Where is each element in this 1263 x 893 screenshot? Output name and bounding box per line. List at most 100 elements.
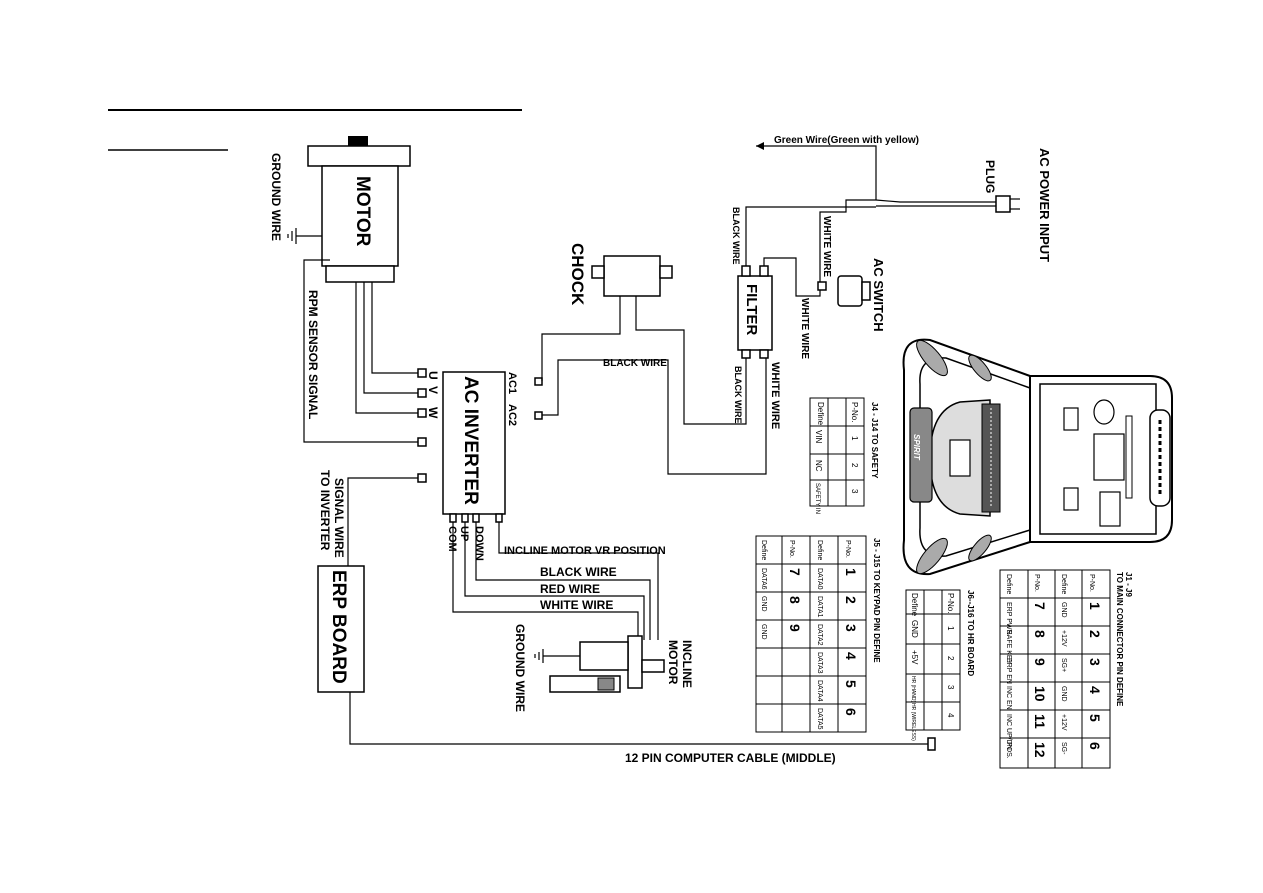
j4-pno-label: P-No.: [850, 402, 859, 422]
j4-table: [809, 397, 865, 507]
black-wire-filter-top-label: BLACK WIRE: [731, 207, 741, 265]
motor-ground-label: GROUND WIRE: [269, 153, 283, 241]
white-wire-switch-top: [819, 199, 876, 282]
treadmill-console: [902, 338, 1173, 576]
j1-row-label: P-No.: [1088, 574, 1095, 592]
j4-pin-3: 3: [850, 489, 859, 494]
filter: [737, 265, 773, 359]
rpm-sensor-wire: [303, 259, 418, 443]
j1-cell: SG-: [1060, 742, 1067, 755]
v-label: V: [426, 386, 440, 394]
j1-cell: GND: [1060, 602, 1067, 618]
j1-cell: ERP PWR.: [1005, 602, 1012, 637]
j6-define-4: HR (WIRELESS): [910, 703, 916, 741]
j5-cell: 8: [787, 596, 803, 604]
j1-cell: INC EN: [1005, 686, 1012, 710]
j1-cell: 1: [1087, 602, 1103, 610]
black-wire-plug: [745, 206, 876, 266]
j5-cell: 5: [843, 680, 859, 688]
j4-pin-1: 1: [850, 436, 859, 441]
j5-cell: 7: [787, 568, 803, 576]
j5-cell: DATA6: [760, 568, 767, 590]
ac-inverter-label: AC INVERTER: [460, 376, 481, 505]
j1-row-label: Define: [1005, 574, 1012, 594]
white-wire-switch-low: [763, 257, 821, 297]
ac-switch-label: AC SWITCH: [871, 258, 886, 332]
j5-cell: 1: [843, 568, 859, 576]
j1-cell: SAFE KEY: [1005, 630, 1012, 665]
j6-table: [905, 589, 961, 731]
j5-cell: DATA0: [816, 568, 823, 590]
j1-table: [999, 569, 1111, 769]
j5-cell: GND: [760, 624, 767, 640]
j1-cell: 10: [1032, 686, 1048, 702]
erp-board-box: [317, 565, 365, 693]
computer-cable-wire: [349, 692, 928, 745]
j1-cell: 7: [1032, 602, 1048, 610]
j5-row-label: P-No.: [844, 540, 851, 558]
j1-cell: +12V: [1060, 714, 1067, 731]
j6-pin-3: 3: [946, 685, 955, 690]
motor-ground-symbol: [287, 228, 322, 244]
j1-cell: 8: [1032, 630, 1048, 638]
ac-switch: [817, 275, 871, 307]
incline-vr-wire: [498, 522, 659, 640]
chock: [591, 255, 673, 297]
j4-define-2: NC: [814, 460, 823, 472]
j1-cell: 5: [1087, 714, 1103, 722]
j1-cell: INC UP/DN: [1005, 714, 1012, 750]
j6-define-3: HR (HAND): [910, 676, 916, 702]
j1-cell: 12: [1032, 742, 1048, 758]
white-wire-switch-label: WHITE WIRE: [799, 298, 810, 359]
j4-define-3: SAFETY IN: [814, 483, 820, 514]
j1-cell: GND: [1060, 686, 1067, 702]
v-wire: [363, 282, 418, 394]
console-brand: SPIRIT: [912, 434, 921, 461]
plug-label: PLUG: [983, 160, 997, 193]
incline-vr-label: INCLINE MOTOR VR POSITION: [504, 545, 666, 557]
incline-ground-label: GROUND WIRE: [513, 624, 527, 712]
green-wire-label: Green Wire(Green with yellow): [774, 135, 919, 146]
j1-cell: +12V: [1060, 630, 1067, 647]
j4-title: J4 - J14 TO SAFETY: [870, 402, 879, 479]
j6-pno-label: P-No.: [946, 593, 955, 613]
green-wire-arrow: [756, 142, 764, 150]
j4-define-1: VIN: [814, 430, 823, 444]
black-wire-chock-label: BLACK WIRE: [603, 358, 667, 369]
j4-define-label: Define: [816, 402, 825, 426]
j1-title-2: TO MAIN CONNECTOR PIN DEFINE: [1115, 572, 1124, 707]
j1-cell: 3: [1087, 658, 1103, 666]
signal-wire-label: SIGNAL WIRE: [332, 478, 346, 558]
u-label: U: [426, 371, 440, 380]
j1-cell: 6: [1087, 742, 1103, 750]
j5-cell: 6: [843, 708, 859, 716]
j1-row-label: P-No.: [1033, 574, 1040, 592]
chock-to-filter-wire: [635, 296, 747, 425]
j1-cell: 4: [1087, 686, 1103, 694]
inverter-signal-wire: [347, 477, 418, 566]
white-wire-switch-top-label: WHITE WIRE: [821, 216, 832, 277]
white-wire-filter-low-label: WHITE WIRE: [769, 362, 781, 429]
j1-cell: SG+: [1060, 658, 1067, 672]
j1-cell: 9: [1032, 658, 1048, 666]
white-wire-incline: [452, 522, 639, 640]
j5-cell: DATA4: [816, 680, 823, 702]
ac-power-input-label: AC POWER INPUT: [1037, 148, 1052, 262]
j5-table: [755, 535, 867, 733]
com-label: COM: [446, 526, 458, 552]
red-wire-incline: [464, 522, 645, 640]
j6-title: J6--J16 TO HR BOARD: [966, 590, 975, 676]
j5-cell: DATA5: [816, 708, 823, 730]
erp-board-label: ERP BOARD: [328, 570, 349, 684]
j5-cell: 9: [787, 624, 803, 632]
rpm-connector: [417, 437, 427, 447]
black-wire-filter-low-label: BLACK WIRE: [733, 366, 743, 424]
power-plug: [875, 195, 1020, 213]
j5-cell: DATA1: [816, 596, 823, 618]
j6-pin-4: 4: [946, 713, 955, 718]
j4-pin-2: 2: [850, 463, 859, 468]
rpm-sensor-label: RPM SENSOR SIGNAL: [306, 290, 320, 419]
j5-cell: DATA2: [816, 624, 823, 646]
